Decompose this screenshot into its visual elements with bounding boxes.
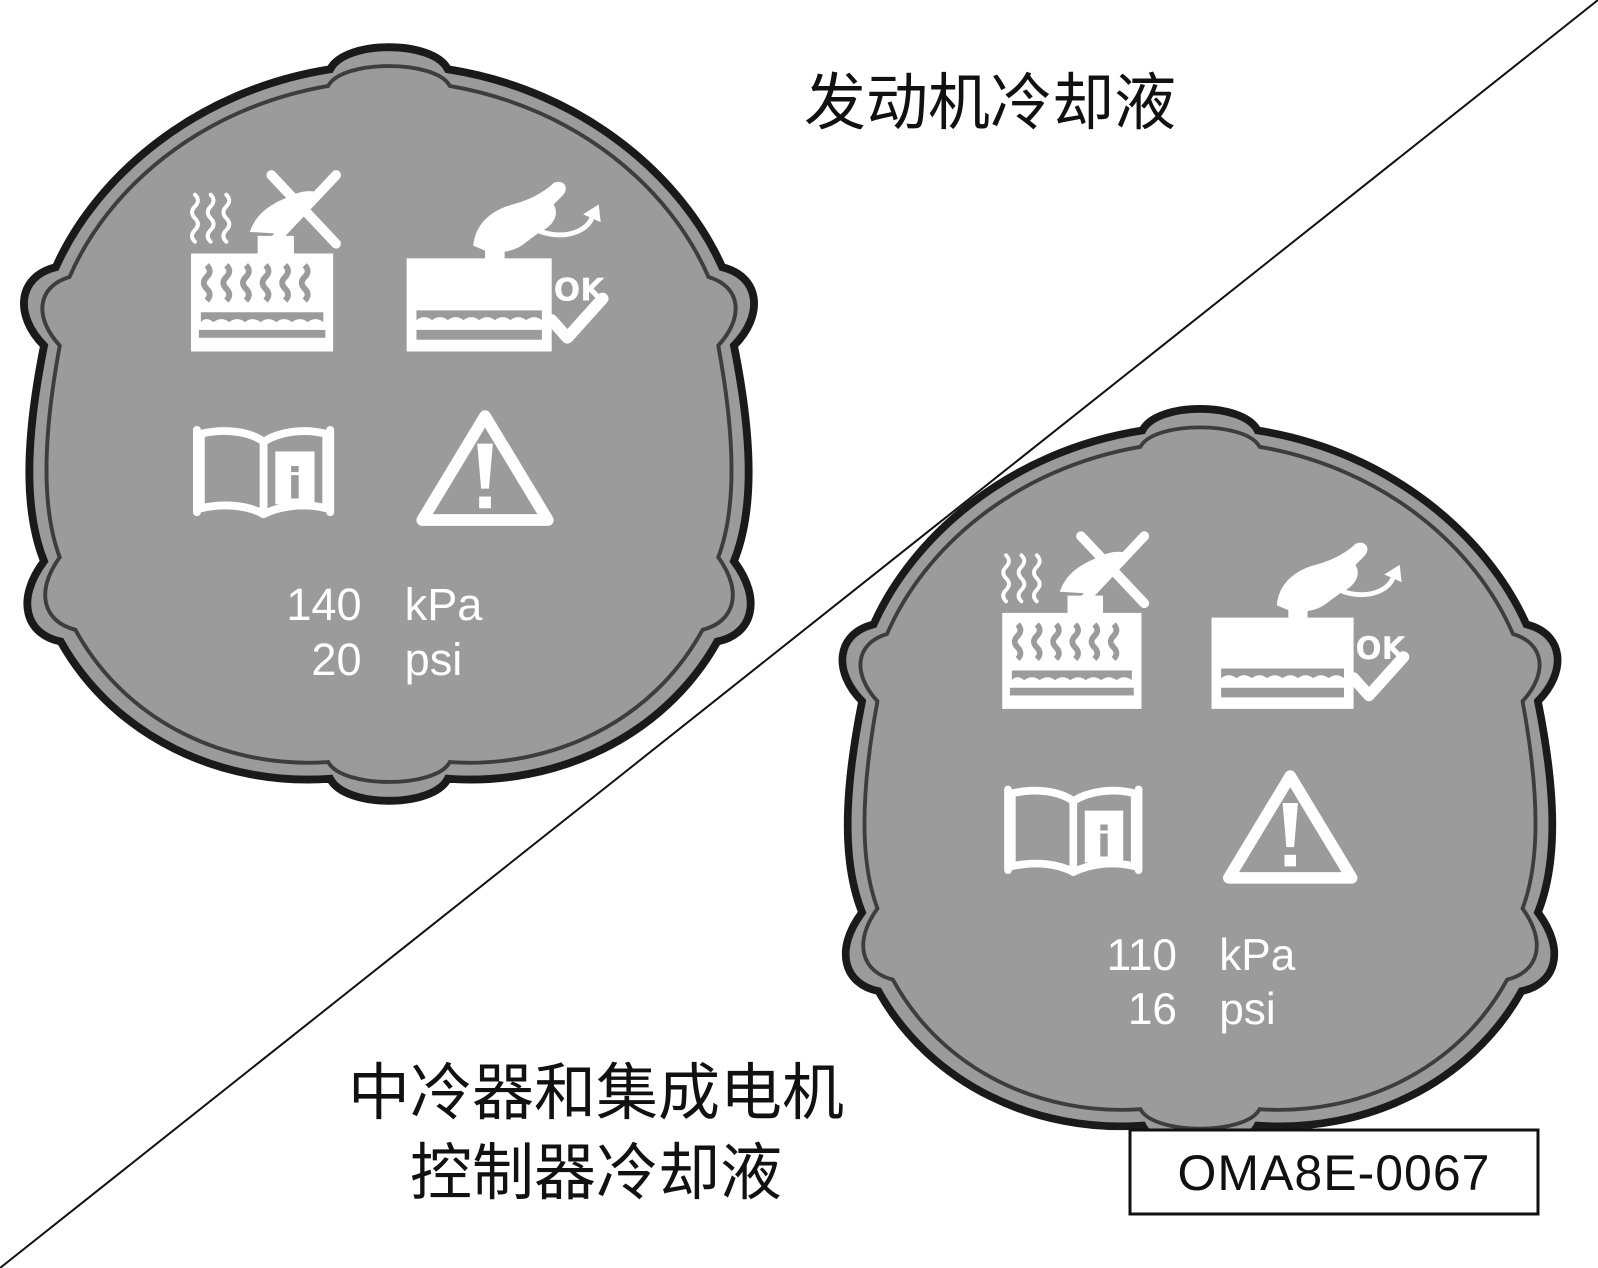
cap1-kpa-unit: kPa <box>405 579 484 630</box>
cap2-psi-value: 16 <box>1128 985 1177 1034</box>
figure-code-box: OMA8E-0067 <box>1128 1128 1540 1216</box>
engine-coolant-heading: 发动机冷却液 <box>804 66 1176 139</box>
engine-coolant-cap: 140 kPa 20 psi <box>24 47 754 801</box>
intercooler-heading-line2: 控制器冷却液 <box>410 1136 782 1209</box>
cap1-psi-value: 20 <box>311 634 361 685</box>
cap1-psi-unit: psi <box>405 634 463 685</box>
cap1-kpa-value: 140 <box>286 579 361 630</box>
cap2-kpa-unit: kPa <box>1219 931 1296 980</box>
intercooler-heading-line1: 中冷器和集成电机 <box>348 1056 844 1129</box>
intercooler-motor-controller-coolant-cap: 110 kPa 16 psi <box>842 409 1557 1147</box>
cap2-kpa-value: 110 <box>1107 931 1177 980</box>
cap2-psi-unit: psi <box>1219 985 1275 1034</box>
figure-code: OMA8E-0067 <box>1178 1145 1491 1201</box>
